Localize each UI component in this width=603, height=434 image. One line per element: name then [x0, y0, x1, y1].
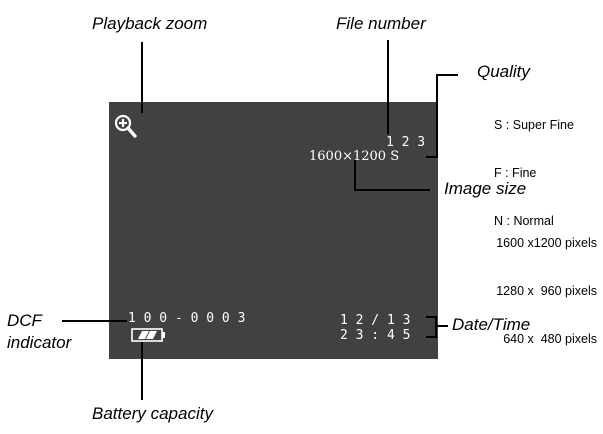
screen-time: 2 3 : 4 5 [340, 328, 411, 343]
callout-quality: Quality [477, 62, 530, 81]
quality-option: N : Normal [494, 214, 554, 228]
battery-icon [131, 328, 165, 342]
image-size-option: 1280 x 960 pixels [496, 284, 597, 298]
callout-dcf-line1: DCF [7, 311, 42, 330]
callout-playback-zoom: Playback zoom [92, 14, 208, 33]
screen-dcf: 1 0 0 - 0 0 0 3 [128, 311, 246, 326]
image-size-option: 1600 x1200 pixels [496, 236, 597, 250]
screen-date: 1 2 / 1 3 [340, 313, 411, 328]
zoom-in-magnifier-icon [114, 114, 137, 138]
camera-lcd-screen: 1 2 3 1600×1200 S 1 0 0 - 0 0 0 3 1 2 / … [109, 102, 438, 359]
callout-dcf-line2: indicator [7, 333, 72, 352]
callout-image-size: Image size [444, 179, 527, 198]
callout-file-number: File number [336, 14, 426, 33]
quality-option: S : Super Fine [494, 118, 574, 132]
quality-options: S : Super Fine F : Fine N : Normal [494, 85, 574, 245]
callout-date-time: Date/Time [452, 315, 531, 334]
screen-file-number: 1 2 3 [386, 135, 426, 150]
image-size-option: 640 x 480 pixels [503, 332, 597, 346]
screen-size-quality: 1600×1200 S [309, 149, 400, 164]
callout-battery-capacity: Battery capacity [92, 404, 213, 423]
quality-option: F : Fine [494, 166, 537, 180]
image-size-options: 1600 x1200 pixels 1280 x 960 pixels 640 … [496, 203, 597, 363]
